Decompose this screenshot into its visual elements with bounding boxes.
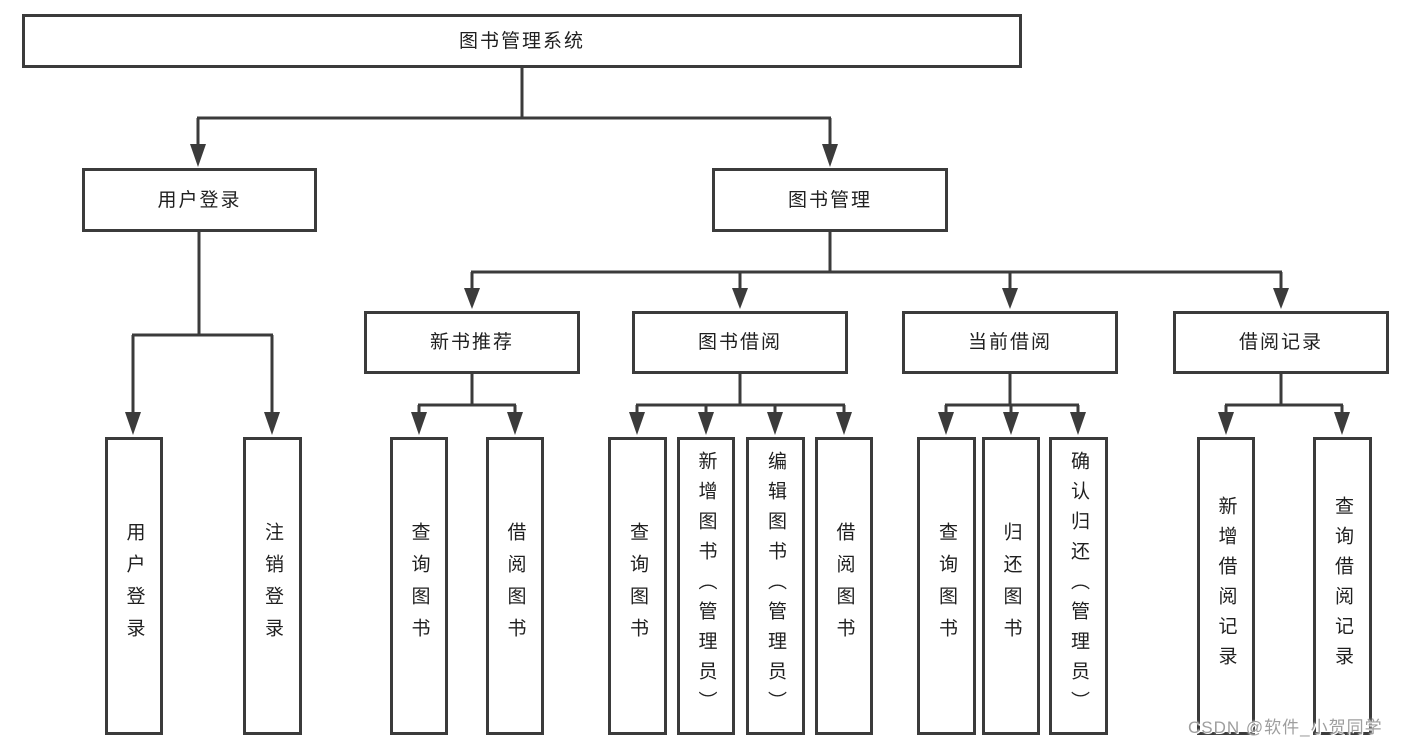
leaf-query-books-recommend: 查询图书 [390,437,448,735]
arrowheads-leaves [125,412,1350,435]
node-book-borrow: 图书借阅 [632,311,848,374]
leaf-add-books-admin-label: 新增图书（管理员） [695,451,717,721]
leaf-query-books-current: 查询图书 [917,437,976,735]
node-user-login: 用户登录 [82,168,317,232]
leaf-logout: 注销登录 [243,437,302,735]
leaf-query-books-borrow-label: 查询图书 [627,522,648,650]
leaf-edit-books-admin: 编辑图书（管理员） [746,437,805,735]
leaf-query-books-recommend-label: 查询图书 [408,522,430,650]
watermark: CSDN @软件_小贺同学 [1188,718,1383,737]
connector-userlogin-to-leaves [131,232,274,414]
leaf-edit-books-admin-label: 编辑图书（管理员） [765,451,786,721]
node-book-management: 图书管理 [712,168,948,232]
leaf-add-books-admin: 新增图书（管理员） [677,437,735,735]
node-new-book-recommend: 新书推荐 [364,311,580,374]
leaf-user-login: 用户登录 [105,437,163,735]
node-user-login-label: 用户登录 [157,189,242,211]
leaf-confirm-return-admin-label: 确认归还（管理员） [1068,451,1089,721]
arrowheads-level2 [464,288,1289,309]
leaf-borrow-books-label: 借阅图书 [833,522,855,650]
node-current-borrow-label: 当前借阅 [967,332,1052,353]
leaf-query-books-borrow: 查询图书 [608,437,667,735]
node-current-borrow: 当前借阅 [902,311,1118,374]
node-new-book-recommend-label: 新书推荐 [429,332,514,353]
leaf-user-login-label: 用户登录 [123,522,145,650]
leaf-logout-label: 注销登录 [262,522,283,650]
leaf-confirm-return-admin: 确认归还（管理员） [1049,437,1108,735]
node-book-management-label: 图书管理 [787,189,872,211]
leaf-borrow-books-recommend-label: 借阅图书 [504,522,526,650]
leaf-query-borrow-record-label: 查询借阅记录 [1332,496,1353,676]
leaf-return-books: 归还图书 [982,437,1040,735]
node-root-label: 图书管理系统 [458,30,585,52]
leaf-borrow-books-recommend: 借阅图书 [486,437,544,735]
leaf-add-borrow-record: 新增借阅记录 [1197,437,1255,735]
leaf-return-books-label: 归还图书 [1000,522,1022,650]
leaf-query-books-current-label: 查询图书 [936,522,957,650]
leaf-borrow-books: 借阅图书 [815,437,873,735]
connector-root-to-level1 [196,68,832,146]
connector-bookmgmt-to-level2 [470,232,1283,290]
leaf-add-borrow-record-label: 新增借阅记录 [1215,496,1237,676]
node-book-borrow-label: 图书借阅 [697,332,782,353]
connector-level2-to-leaves [417,374,1344,414]
arrowheads-level1 [190,144,838,167]
leaf-query-borrow-record: 查询借阅记录 [1313,437,1372,735]
node-borrow-records-label: 借阅记录 [1238,332,1323,353]
node-root: 图书管理系统 [22,14,1022,68]
node-borrow-records: 借阅记录 [1173,311,1389,374]
